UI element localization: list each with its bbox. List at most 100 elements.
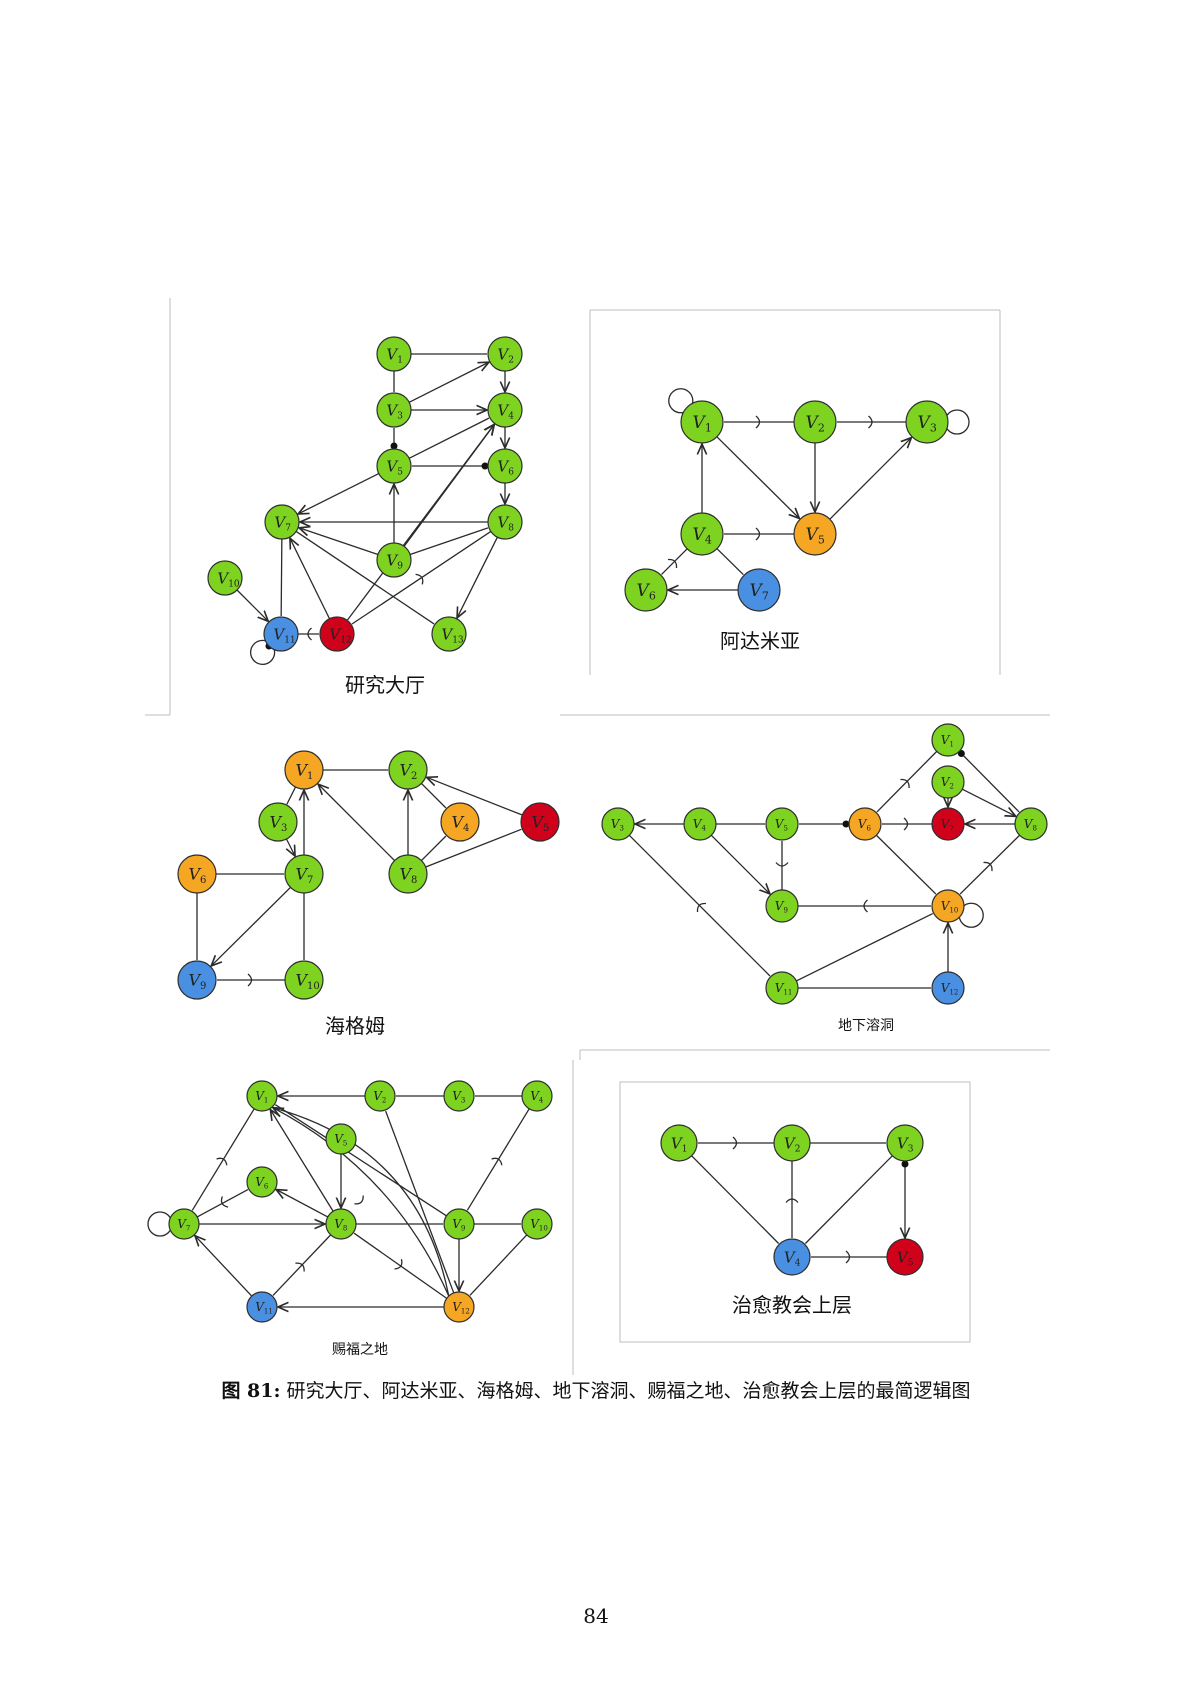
node-v11-circle bbox=[263, 616, 299, 652]
edge-8-4 bbox=[420, 835, 447, 862]
node-v7-circle bbox=[284, 854, 324, 894]
edge-1-3 bbox=[286, 786, 297, 805]
edge-3-7 bbox=[286, 838, 295, 856]
node-v4-circle bbox=[773, 1238, 811, 1276]
node-v4-circle bbox=[680, 512, 724, 556]
node-v1-circle bbox=[660, 1124, 698, 1162]
graph-5-title: 赐福之地 bbox=[332, 1342, 388, 1358]
edge-4-9 bbox=[710, 834, 770, 894]
node-v9: V9 bbox=[376, 542, 412, 578]
node-v4-circle bbox=[683, 807, 717, 841]
edge-8-13 bbox=[457, 536, 498, 618]
edge-3-5-dot bbox=[901, 1160, 909, 1168]
node-v6-circle bbox=[848, 807, 882, 841]
edge-8-1 bbox=[318, 784, 396, 862]
self-loop-11 bbox=[249, 639, 276, 666]
node-v3-circle bbox=[905, 400, 949, 444]
node-v2: V2 bbox=[793, 400, 837, 444]
node-v8: V8 bbox=[325, 1208, 357, 1240]
graph-1-title: 研究大厅 bbox=[345, 673, 425, 697]
node-v8: V8 bbox=[388, 854, 428, 894]
node-v1: V1 bbox=[246, 1080, 278, 1112]
edge-1-5 bbox=[716, 436, 799, 519]
node-v6-circle bbox=[487, 448, 523, 484]
node-v3: V3 bbox=[601, 807, 635, 841]
node-v10-circle bbox=[207, 560, 243, 596]
node-v7-circle bbox=[264, 504, 300, 540]
edge-7-13 bbox=[295, 530, 435, 625]
node-v9-circle bbox=[177, 960, 217, 1000]
node-v5-circle bbox=[520, 802, 560, 842]
node-v5: V5 bbox=[520, 802, 560, 842]
node-v10: V10 bbox=[207, 560, 243, 596]
graph-6-title: 治愈教会上层 bbox=[732, 1293, 852, 1317]
node-v3: V3 bbox=[886, 1124, 924, 1162]
graph-1-edges bbox=[236, 353, 505, 666]
node-v12-circle bbox=[319, 616, 355, 652]
edge-5-4-bar bbox=[755, 527, 761, 541]
node-v6: V6 bbox=[848, 807, 882, 841]
node-v7: V7 bbox=[264, 504, 300, 540]
edge-11-7 bbox=[195, 1236, 253, 1297]
panel-frames bbox=[145, 298, 1050, 1375]
edge-1-8 bbox=[958, 750, 1020, 813]
edge-3-11-bar bbox=[696, 902, 707, 913]
node-v11: V11 bbox=[246, 1291, 278, 1323]
node-v1-circle bbox=[284, 750, 324, 790]
edge-12-2 bbox=[385, 1110, 455, 1294]
node-v6-circle bbox=[177, 854, 217, 894]
node-v10-circle bbox=[284, 960, 324, 1000]
edge-5-7 bbox=[298, 473, 380, 514]
edge-6-5-dot bbox=[842, 820, 850, 828]
node-v2-circle bbox=[773, 1124, 811, 1162]
edge-4-7 bbox=[716, 548, 744, 576]
node-v10: V10 bbox=[284, 960, 324, 1000]
edge-2-1-bar bbox=[732, 1136, 738, 1150]
node-v3-circle bbox=[258, 802, 298, 842]
node-v9: V9 bbox=[443, 1208, 475, 1240]
edge-9-5-bar bbox=[775, 862, 789, 867]
node-v3-circle bbox=[376, 392, 412, 428]
node-v4: V4 bbox=[683, 807, 717, 841]
node-v6-circle bbox=[624, 568, 668, 612]
edge-7-11 bbox=[280, 538, 283, 617]
edge-5-3 bbox=[829, 438, 912, 520]
edge-2-1-bar bbox=[755, 415, 761, 429]
node-v2: V2 bbox=[364, 1080, 396, 1112]
edge-12-1-bar bbox=[354, 1195, 364, 1205]
node-v7: V7 bbox=[284, 854, 324, 894]
edge-5-2 bbox=[427, 777, 523, 816]
node-v2: V2 bbox=[773, 1124, 811, 1162]
edge-12-1 bbox=[272, 1107, 450, 1297]
edge-12-8-bar bbox=[394, 1258, 403, 1270]
edge-9-8 bbox=[409, 527, 489, 556]
node-v2: V2 bbox=[487, 336, 523, 372]
graph-3-edges bbox=[196, 769, 523, 987]
node-v2-circle bbox=[793, 400, 837, 444]
node-v2: V2 bbox=[931, 765, 965, 799]
edge-4-9-bar bbox=[491, 1157, 503, 1166]
edge-8-11-bar bbox=[295, 1262, 305, 1272]
edge-7-6-bar bbox=[903, 817, 909, 831]
node-v2-circle bbox=[931, 765, 965, 799]
node-v11: V11 bbox=[263, 616, 299, 652]
node-v3: V3 bbox=[905, 400, 949, 444]
node-v10-circle bbox=[521, 1208, 553, 1240]
edge-10-9-bar bbox=[247, 973, 253, 987]
self-loop-1 bbox=[668, 388, 694, 414]
node-v1: V1 bbox=[284, 750, 324, 790]
node-v1-circle bbox=[931, 723, 965, 757]
node-v7-circle bbox=[168, 1208, 200, 1240]
node-v7-circle bbox=[737, 568, 781, 612]
node-v9-circle bbox=[443, 1208, 475, 1240]
